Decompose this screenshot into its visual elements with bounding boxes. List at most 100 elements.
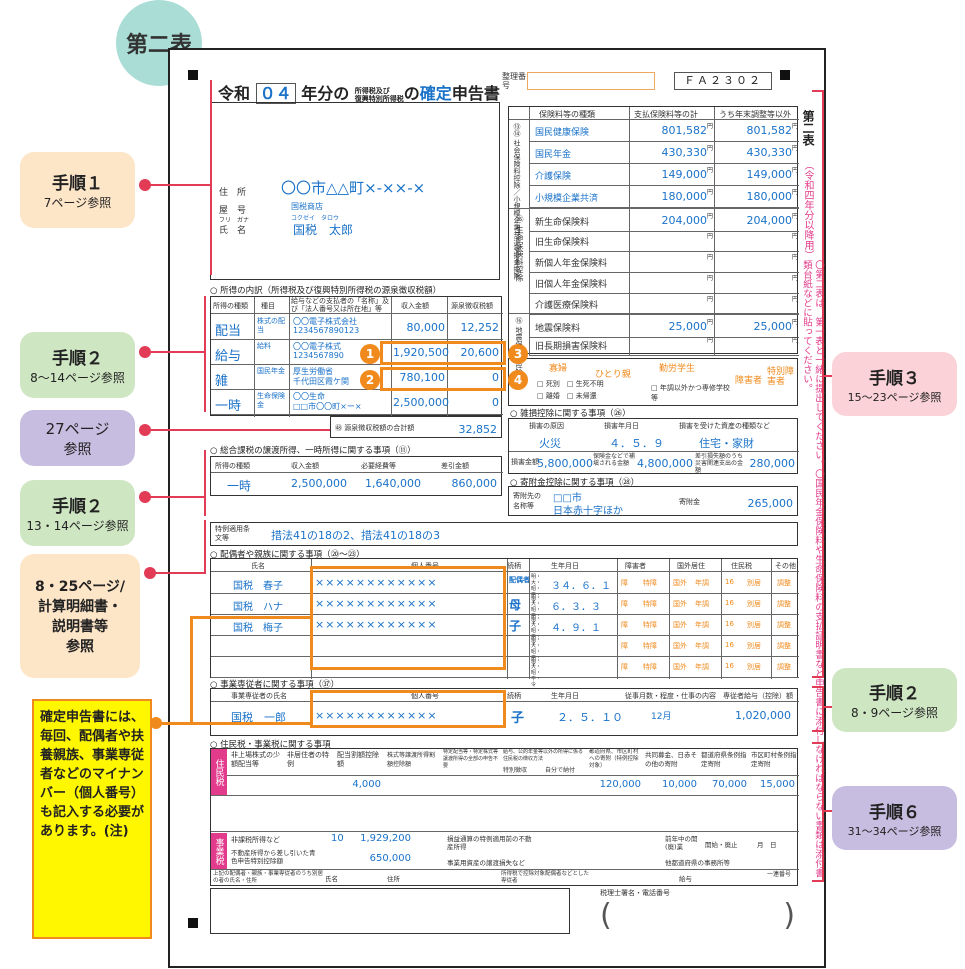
family-option-toggle[interactable]: 調整	[777, 642, 791, 650]
family-option-toggle[interactable]: 別居	[747, 621, 761, 629]
employee-birth[interactable]: ２．５．１０	[557, 711, 623, 724]
family-option-toggle[interactable]: 障	[621, 579, 628, 587]
withholding-total-value[interactable]: 32,852	[458, 423, 498, 436]
family-relation[interactable]: 子	[509, 619, 522, 633]
family-mynumber[interactable]: ××××××××××××	[315, 597, 438, 610]
donation-name-2[interactable]: 日本赤十字ほか	[553, 506, 623, 517]
insurance-other[interactable]: 149,000	[746, 168, 793, 181]
family-option-toggle[interactable]: 障	[621, 600, 628, 608]
address-value[interactable]: 〇〇市△△町×-××-×	[281, 179, 426, 197]
family-option-toggle[interactable]: 国外	[673, 642, 687, 650]
family-relation[interactable]: 母	[509, 598, 522, 612]
family-option-toggle[interactable]: 特障	[643, 663, 657, 671]
seiri-number-field[interactable]	[527, 72, 655, 90]
divorce-checkbox[interactable]: □ 離婚 □ 未帰還	[537, 392, 597, 400]
insurance-other[interactable]: 25,000	[753, 320, 793, 333]
hikazei-amount[interactable]: 1,929,200	[360, 833, 411, 844]
disaster-loss[interactable]: 5,800,000	[537, 457, 593, 470]
hikazei-no[interactable]: 10	[331, 833, 344, 844]
name-kana-value[interactable]: コクゼイ タロウ	[291, 215, 340, 222]
family-option-toggle[interactable]: 調整	[777, 621, 791, 629]
family-mynumber[interactable]: ××××××××××××	[315, 618, 438, 631]
income-amount[interactable]: 1,920,500	[393, 346, 449, 359]
special-text[interactable]: 措法41の18の2、措法41の18の3	[271, 529, 440, 542]
family-option-toggle[interactable]: 調整	[777, 600, 791, 608]
family-option-toggle[interactable]: 特障	[643, 579, 657, 587]
family-option-toggle[interactable]: 年調	[695, 663, 709, 671]
insurance-paid[interactable]: 204,000	[661, 214, 708, 227]
family-option-toggle[interactable]: 調整	[777, 579, 791, 587]
income-kind[interactable]: 一時	[215, 399, 242, 414]
family-option-toggle[interactable]: 国外	[673, 621, 687, 629]
donation-name-1[interactable]: □□市	[553, 493, 582, 504]
aoiro-amount[interactable]: 650,000	[369, 853, 411, 864]
family-option-toggle[interactable]: 特障	[643, 600, 657, 608]
family-birth[interactable]: ４．９．１	[551, 623, 601, 634]
family-option-toggle[interactable]: 16	[725, 578, 734, 586]
family-option-toggle[interactable]: 国外	[673, 663, 687, 671]
family-option-toggle[interactable]: 障	[621, 663, 628, 671]
family-option-toggle[interactable]: 別居	[747, 642, 761, 650]
income-payer-name[interactable]: 〇〇電子株式会社	[293, 317, 357, 326]
transfer-diff[interactable]: 860,000	[451, 477, 498, 490]
income-amount[interactable]: 2,500,000	[393, 396, 449, 409]
insurance-paid[interactable]: 149,000	[661, 168, 708, 181]
death-checkbox[interactable]: □ 死別 □ 生死不明	[537, 380, 604, 388]
income-tax[interactable]: 0	[492, 396, 499, 409]
employee-salary[interactable]: 1,020,000	[735, 709, 791, 722]
income-payer-name[interactable]: 〇〇電子株式	[293, 342, 341, 351]
insurance-other[interactable]: 801,582	[746, 124, 793, 137]
insurance-other[interactable]: 180,000	[746, 190, 793, 203]
disaster-date[interactable]: ４．５．９	[609, 437, 664, 450]
family-name[interactable]: 国税 春子	[233, 581, 283, 592]
employee-relation[interactable]: 子	[511, 711, 525, 726]
income-amount[interactable]: 780,100	[399, 371, 446, 384]
family-option-toggle[interactable]: 16	[725, 662, 734, 670]
family-relation[interactable]: 配偶者	[509, 576, 530, 584]
family-name[interactable]: 国税 ハナ	[233, 602, 283, 613]
family-option-toggle[interactable]: 16	[725, 620, 734, 628]
income-payer-id[interactable]: 1234567890	[293, 351, 344, 360]
yago-value[interactable]: 国税商店	[291, 202, 323, 211]
income-item[interactable]: 国民年金	[257, 367, 285, 375]
family-option-toggle[interactable]: 16	[725, 599, 734, 607]
insurance-other[interactable]: 204,000	[746, 214, 793, 227]
income-tax[interactable]: 20,600	[460, 346, 500, 359]
disaster-ins[interactable]: 4,800,000	[637, 457, 693, 470]
income-payer-id[interactable]: □□市〇〇町×ー×	[293, 402, 362, 411]
insurance-paid[interactable]: 801,582	[661, 124, 708, 137]
resident-haitou[interactable]: 4,000	[352, 779, 381, 790]
family-option-toggle[interactable]: 国外	[673, 600, 687, 608]
family-option-toggle[interactable]: 別居	[747, 663, 761, 671]
employee-name[interactable]: 国税 一郎	[231, 711, 286, 724]
transfer-kind[interactable]: 一時	[227, 479, 252, 493]
income-tax[interactable]: 0	[492, 371, 499, 384]
insurance-other[interactable]: 430,330	[746, 146, 793, 159]
name-value[interactable]: 国税 太郎	[293, 223, 354, 237]
income-kind[interactable]: 雑	[215, 374, 229, 389]
family-option-toggle[interactable]: 年調	[695, 600, 709, 608]
family-option-toggle[interactable]: 別居	[747, 579, 761, 587]
resident-kifu-kyodo[interactable]: 10,000	[662, 779, 697, 790]
transfer-income[interactable]: 2,500,000	[291, 477, 347, 490]
income-item[interactable]: 生命保険金	[257, 392, 285, 409]
family-option-toggle[interactable]: 調整	[777, 663, 791, 671]
family-option-toggle[interactable]: 特障	[643, 642, 657, 650]
income-kind[interactable]: 配当	[215, 324, 242, 339]
family-mynumber[interactable]: ××××××××××××	[315, 576, 438, 589]
insurance-paid[interactable]: 25,000	[668, 320, 708, 333]
employee-mynumber[interactable]: ××××××××××××	[315, 709, 438, 722]
income-item[interactable]: 株式の配当	[257, 317, 285, 334]
income-kind[interactable]: 給与	[215, 349, 242, 364]
income-tax[interactable]: 12,252	[460, 321, 500, 334]
donation-amount[interactable]: 265,000	[747, 497, 794, 510]
disaster-asset[interactable]: 住宅・家財	[699, 437, 754, 450]
transfer-expense[interactable]: 1,640,000	[365, 477, 421, 490]
income-amount[interactable]: 80,000	[406, 321, 446, 334]
income-payer-name[interactable]: 〇〇生命	[293, 392, 325, 401]
resident-kifu-pref[interactable]: 120,000	[599, 779, 641, 790]
family-option-toggle[interactable]: 年調	[695, 642, 709, 650]
family-option-toggle[interactable]: 別居	[747, 600, 761, 608]
family-option-toggle[interactable]: 16	[725, 641, 734, 649]
family-option-toggle[interactable]: 障	[621, 621, 628, 629]
